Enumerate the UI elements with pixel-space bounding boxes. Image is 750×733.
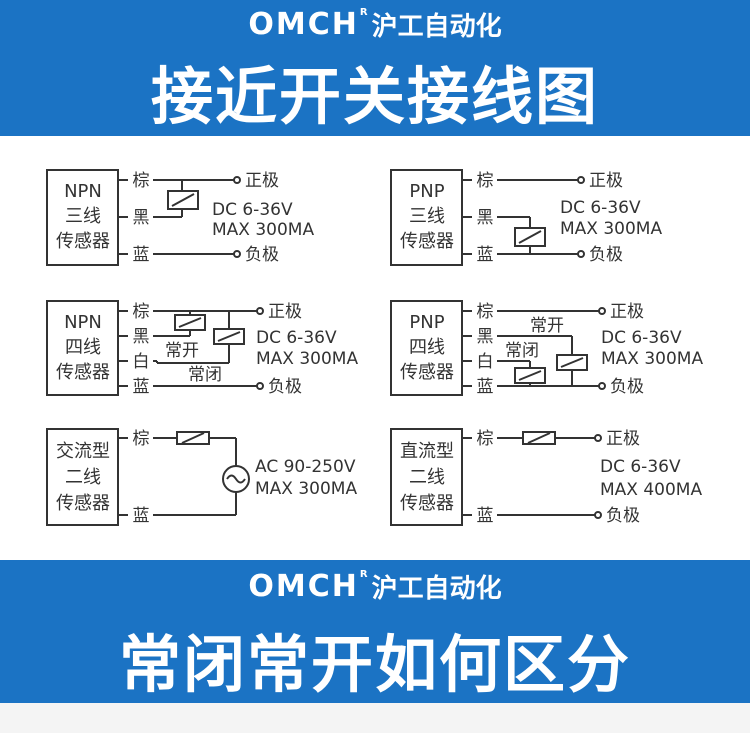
dc-two-wire-diagram xyxy=(390,428,602,526)
sensor-label: 传感器 xyxy=(56,231,110,252)
positive-terminal-label: 正极 xyxy=(610,302,644,322)
spec-voltage: DC 6-36V xyxy=(212,200,293,220)
wire-label-blue: 蓝 xyxy=(477,245,494,265)
terminal-negative xyxy=(598,382,606,390)
normally-open-label: 常开 xyxy=(165,341,199,361)
brand-name: 沪工自动化 xyxy=(371,574,502,604)
terminal-positive xyxy=(594,434,602,442)
page-title: 接近开关接线图 xyxy=(150,60,599,133)
spec-current: MAX 400MA xyxy=(600,480,702,500)
terminal-negative xyxy=(594,511,602,519)
normally-closed-label: 常闭 xyxy=(505,341,539,361)
sensor-type-label: PNP xyxy=(409,312,444,333)
terminal-positive xyxy=(577,176,585,184)
wire-label-blue: 蓝 xyxy=(477,506,494,526)
wire-label-black: 黑 xyxy=(133,327,150,347)
wiring-diagram: NPN 三线 传感器 PNP 三线 传感器 NPN 四线 传感器 PNP 四线 … xyxy=(46,169,703,526)
wire-label-brown: 棕 xyxy=(477,171,494,191)
normally-closed-label: 常闭 xyxy=(188,365,222,385)
sensor-box xyxy=(46,300,119,396)
sensor-wire-count-label: 四线 xyxy=(409,337,445,358)
sensor-type-label: 交流型 xyxy=(56,441,110,462)
ac-two-wire-diagram xyxy=(46,428,250,526)
wire-label-brown: 棕 xyxy=(133,429,150,449)
negative-terminal-label: 负极 xyxy=(610,377,644,397)
positive-terminal-label: 正极 xyxy=(268,302,302,322)
terminal-negative xyxy=(256,382,264,390)
terminal-positive xyxy=(233,176,241,184)
sensor-wire-count-label: 二线 xyxy=(409,467,445,488)
spec-voltage: AC 90-250V xyxy=(255,457,356,477)
sensor-type-label: NPN xyxy=(64,312,102,333)
sensor-box xyxy=(390,300,463,396)
registered-mark: R xyxy=(359,7,368,18)
sensor-box xyxy=(46,428,119,526)
positive-terminal-label: 正极 xyxy=(606,429,640,449)
negative-terminal-label: 负极 xyxy=(589,245,623,265)
sensor-label: 传感器 xyxy=(56,493,110,514)
negative-terminal-label: 负极 xyxy=(268,377,302,397)
wire-label-black: 黑 xyxy=(477,208,494,228)
spec-current: MAX 300MA xyxy=(601,349,703,369)
spec-voltage: DC 6-36V xyxy=(256,328,337,348)
wire-label-brown: 棕 xyxy=(477,429,494,449)
normally-open-label: 常开 xyxy=(530,316,564,336)
spec-voltage: DC 6-36V xyxy=(601,328,682,348)
wire-label-black: 黑 xyxy=(133,208,150,228)
sensor-wire-count-label: 四线 xyxy=(65,337,101,358)
sensor-box xyxy=(390,428,463,526)
sensor-label: 传感器 xyxy=(400,362,454,383)
sensor-wire-count-label: 二线 xyxy=(65,467,101,488)
sensor-wire-count-label: 三线 xyxy=(65,206,101,227)
spec-current: MAX 300MA xyxy=(255,479,357,499)
pnp-four-wire-diagram xyxy=(390,300,606,396)
wire-label-brown: 棕 xyxy=(133,171,150,191)
spec-voltage: DC 6-36V xyxy=(600,457,681,477)
npn-four-wire-diagram xyxy=(46,300,264,396)
wire-label-black: 黑 xyxy=(477,327,494,347)
wiring-diagram-area: NPN 三线 传感器 PNP 三线 传感器 NPN 四线 传感器 PNP 四线 … xyxy=(0,136,750,560)
sensor-label: 传感器 xyxy=(400,493,454,514)
section-title: 常闭常开如何区分 xyxy=(118,628,631,701)
negative-terminal-label: 负极 xyxy=(245,245,279,265)
wire-label-white: 白 xyxy=(133,352,150,372)
wire-label-blue: 蓝 xyxy=(133,377,150,397)
negative-terminal-label: 负极 xyxy=(606,506,640,526)
npn-three-wire-diagram xyxy=(46,169,241,266)
sensor-label: 传感器 xyxy=(400,231,454,252)
sensor-type-label: PNP xyxy=(409,181,444,202)
sensor-wire-count-label: 三线 xyxy=(409,206,445,227)
wire-label-blue: 蓝 xyxy=(133,245,150,265)
terminal-positive xyxy=(598,307,606,315)
terminal-negative xyxy=(577,250,585,258)
wire-label-brown: 棕 xyxy=(477,302,494,322)
wire-label-blue: 蓝 xyxy=(477,377,494,397)
terminal-positive xyxy=(256,307,264,315)
sensor-type-label: NPN xyxy=(64,181,102,202)
pnp-three-wire-diagram xyxy=(390,169,585,266)
registered-mark: R xyxy=(359,569,368,580)
brand-name: 沪工自动化 xyxy=(371,12,502,42)
positive-terminal-label: 正极 xyxy=(589,171,623,191)
brand-logo: OMCH xyxy=(248,569,359,604)
wire-label-brown: 棕 xyxy=(133,302,150,322)
spec-current: MAX 300MA xyxy=(560,219,662,239)
wire-label-blue: 蓝 xyxy=(133,506,150,526)
brand-logo: OMCH xyxy=(248,7,359,42)
wire-label-white: 白 xyxy=(477,352,494,372)
spec-current: MAX 300MA xyxy=(256,349,358,369)
bottom-strip xyxy=(0,703,750,733)
positive-terminal-label: 正极 xyxy=(245,171,279,191)
spec-current: MAX 300MA xyxy=(212,220,314,240)
sensor-label: 传感器 xyxy=(56,362,110,383)
sensor-type-label: 直流型 xyxy=(400,441,454,462)
spec-voltage: DC 6-36V xyxy=(560,198,641,218)
terminal-negative xyxy=(233,250,241,258)
